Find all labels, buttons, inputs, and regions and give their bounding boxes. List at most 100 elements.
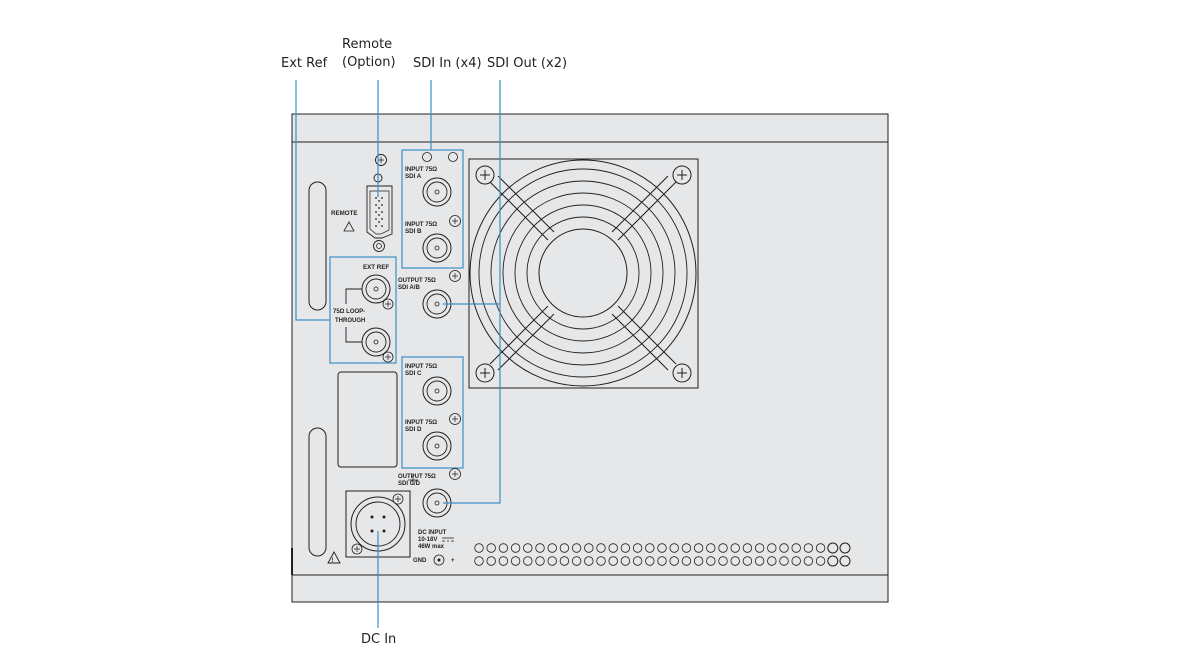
callout-line-ext-ref <box>295 80 330 321</box>
callout-sdi-out: SDI Out (x2) <box>487 56 567 71</box>
vent-slot-upper <box>308 181 327 311</box>
vent-hole-grid <box>474 542 851 567</box>
dc-input-label-1: DC INPUT <box>418 530 447 536</box>
sdi-b-bnc <box>422 233 452 263</box>
vent-hole <box>620 543 631 553</box>
dc-input-label-3: 46W max <box>418 544 445 550</box>
remote-port-outline <box>366 185 393 239</box>
vent-hole <box>681 556 692 566</box>
loop-bracket <box>345 288 362 343</box>
vent-hole <box>632 556 643 566</box>
vent-hole <box>767 543 777 553</box>
sdi-a-bnc <box>422 177 452 207</box>
vent-hole <box>547 556 557 566</box>
vent-hole <box>718 543 728 553</box>
vent-hole <box>645 556 655 566</box>
remote-warning-icon <box>343 221 355 232</box>
vent-hole <box>718 556 728 566</box>
input-b-label-2: SDI B <box>405 228 422 235</box>
dc-input-label-2: 10-18V <box>418 537 437 543</box>
vent-hole <box>657 556 667 566</box>
vent-hole <box>584 543 594 553</box>
vent-hole <box>706 543 716 553</box>
option-blank-plate <box>337 371 398 468</box>
vent-hole <box>474 556 484 566</box>
vent-hole <box>547 543 557 553</box>
sdi-d-bnc <box>422 431 452 461</box>
polarity-icon <box>433 554 445 566</box>
vent-hole <box>706 556 716 566</box>
vent-hole <box>645 543 655 553</box>
cooling-fan <box>468 158 699 389</box>
loop-through-label-2: THROUGH <box>335 318 365 324</box>
vent-hole <box>535 556 545 566</box>
vent-hole <box>523 543 533 553</box>
sdi-ab-group-box <box>401 149 464 269</box>
vent-hole <box>559 556 570 566</box>
vent-hole <box>754 543 765 553</box>
input-b-label-1: INPUT 75Ω <box>405 221 437 228</box>
sdi-out-cd-bnc <box>422 488 452 518</box>
loop-through-label-1: 75Ω LOOP- <box>333 309 365 315</box>
vent-hole <box>596 543 606 553</box>
vent-hole <box>632 543 643 553</box>
vent-hole <box>596 556 606 566</box>
vent-hole <box>523 556 533 566</box>
vent-hole <box>559 543 570 553</box>
output-ab-label-1: OUTPUT 75Ω <box>398 278 436 284</box>
vent-hole <box>754 556 765 566</box>
vent-hole <box>620 556 631 566</box>
vent-hole <box>742 556 753 566</box>
dc-symbol <box>442 537 454 542</box>
remote-panel-label: REMOTE <box>331 210 357 217</box>
sdi-screw-2 <box>448 152 458 162</box>
callout-sdi-in: SDI In (x4) <box>413 56 482 71</box>
input-a-label-1: INPUT 75Ω <box>405 166 437 173</box>
input-d-label-2: SDI D <box>405 426 422 433</box>
vent-hole <box>791 543 801 553</box>
vent-hole <box>803 556 814 566</box>
vent-hole <box>779 556 789 566</box>
vent-hole <box>779 543 789 553</box>
ext-ref-bnc-1 <box>361 274 394 310</box>
callout-dc-in: DC In <box>361 632 396 647</box>
vent-hole <box>669 556 679 566</box>
vent-hole <box>681 543 692 553</box>
vent-hole <box>584 556 594 566</box>
sdi-c-bnc <box>422 376 452 406</box>
vent-hole <box>693 556 704 566</box>
vent-hole <box>693 543 704 553</box>
output-ab-label-2: SDI A/B <box>398 285 420 291</box>
vent-hole <box>498 556 509 566</box>
vent-hole <box>571 543 582 553</box>
ext-ref-panel-label: EXT REF <box>363 264 389 271</box>
vent-hole <box>669 543 679 553</box>
vent-hole <box>474 543 484 553</box>
plus-label: + <box>451 558 455 564</box>
warning-mark: ! <box>332 558 334 564</box>
callout-remote-2: (Option) <box>342 55 396 70</box>
callout-ext-ref: Ext Ref <box>281 56 328 71</box>
callout-line-sdi-out <box>443 80 501 504</box>
sdi-screw-1 <box>422 152 432 162</box>
vent-slot-lower <box>308 427 327 557</box>
vent-hole <box>742 543 753 553</box>
vent-hole <box>535 543 545 553</box>
gnd-label: GND <box>413 558 427 564</box>
callout-remote-1: Remote <box>342 37 392 52</box>
ext-ref-bnc-2 <box>361 327 394 363</box>
cross-mark <box>408 475 418 485</box>
vent-hole <box>767 556 777 566</box>
vent-hole <box>791 556 801 566</box>
vent-hole <box>486 556 496 566</box>
sdi-cd-group-box <box>401 356 464 469</box>
input-c-label-2: SDI C <box>405 370 422 377</box>
input-d-label-1: INPUT 75Ω <box>405 419 437 426</box>
vent-hole <box>571 556 582 566</box>
vent-hole <box>815 543 826 553</box>
vent-hole <box>486 543 496 553</box>
vent-hole <box>839 542 851 554</box>
input-c-label-1: INPUT 75Ω <box>405 363 437 370</box>
vent-hole <box>730 543 740 553</box>
